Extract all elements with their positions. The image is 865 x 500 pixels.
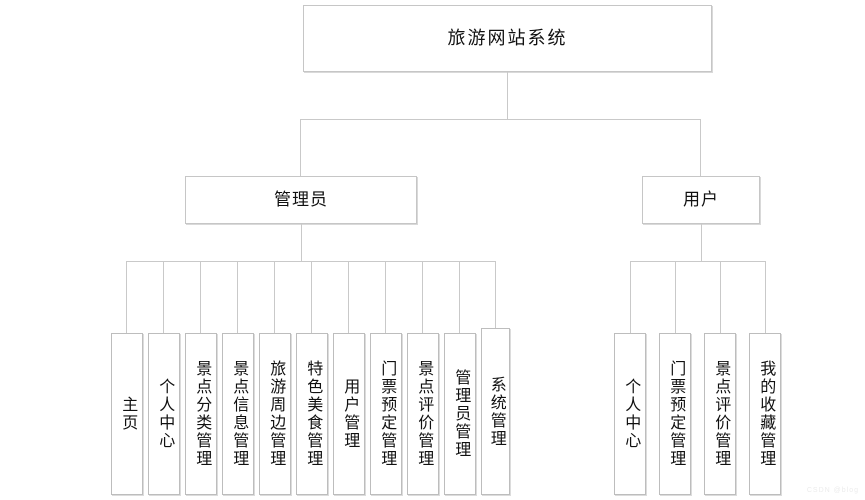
leaf-admin-10: 管理员管理	[444, 333, 476, 495]
leaf-user-1: 个人中心	[614, 333, 646, 495]
leaf-admin-8: 门票预定管理	[370, 333, 402, 495]
connector-admin-drop-6	[311, 261, 312, 333]
connector-to-admin	[300, 119, 301, 176]
leaf-admin-7-label: 用户管理	[341, 378, 359, 450]
connector-admin-drop-1	[126, 261, 127, 333]
connector-admin-drop-8	[385, 261, 386, 333]
leaf-admin-5: 旅游周边管理	[259, 333, 291, 495]
leaf-admin-10-label: 管理员管理	[452, 369, 470, 459]
connector-admin-drop-3	[200, 261, 201, 333]
node-root-label: 旅游网站系统	[447, 28, 568, 49]
connector-user-stem	[701, 224, 702, 261]
leaf-admin-3-label: 景点分类管理	[193, 360, 211, 468]
watermark: CSDN @blog	[806, 487, 859, 494]
connector-admin-drop-5	[274, 261, 275, 333]
leaf-user-4-label: 我的收藏管理	[757, 360, 775, 468]
leaf-user-3: 景点评价管理	[704, 333, 736, 495]
connector-user-drop-2	[675, 261, 676, 333]
node-user: 用户	[642, 176, 760, 224]
leaf-admin-11-label: 系统管理	[487, 375, 505, 448]
leaf-admin-11: 系统管理	[481, 328, 510, 495]
leaf-admin-8-label: 门票预定管理	[378, 360, 396, 468]
connector-to-user	[700, 119, 701, 176]
node-user-label: 用户	[683, 190, 719, 210]
leaf-admin-5-label: 旅游周边管理	[267, 360, 285, 468]
connector-admin-bar	[126, 261, 495, 262]
connector-admin-drop-11	[495, 261, 496, 328]
connector-user-drop-3	[720, 261, 721, 333]
connector-root-stem	[507, 72, 508, 119]
leaf-admin-9: 景点评价管理	[407, 333, 439, 495]
leaf-admin-4-label: 景点信息管理	[230, 360, 248, 468]
connector-level2-bar	[300, 119, 701, 120]
leaf-user-1-label: 个人中心	[622, 378, 640, 450]
leaf-admin-1: 主页	[111, 333, 143, 495]
leaf-admin-6-label: 特色美食管理	[304, 360, 322, 468]
connector-user-drop-4	[765, 261, 766, 333]
leaf-user-4: 我的收藏管理	[749, 333, 781, 495]
node-root-system: 旅游网站系统	[303, 5, 712, 72]
leaf-admin-3: 景点分类管理	[185, 333, 217, 495]
leaf-admin-9-label: 景点评价管理	[415, 360, 433, 468]
connector-admin-drop-9	[422, 261, 423, 333]
node-admin-label: 管理员	[274, 190, 328, 210]
leaf-user-2-label: 门票预定管理	[667, 360, 685, 468]
leaf-admin-4: 景点信息管理	[222, 333, 254, 495]
node-admin: 管理员	[185, 176, 417, 224]
leaf-admin-2: 个人中心	[148, 333, 180, 495]
connector-admin-stem	[301, 224, 302, 261]
connector-user-bar	[630, 261, 766, 262]
connector-admin-drop-2	[163, 261, 164, 333]
connector-admin-drop-4	[237, 261, 238, 333]
leaf-admin-2-label: 个人中心	[156, 378, 174, 450]
connector-admin-drop-7	[348, 261, 349, 333]
leaf-user-3-label: 景点评价管理	[712, 360, 730, 468]
leaf-admin-7: 用户管理	[333, 333, 365, 495]
leaf-admin-6: 特色美食管理	[296, 333, 328, 495]
connector-admin-drop-10	[459, 261, 460, 333]
leaf-user-2: 门票预定管理	[659, 333, 691, 495]
leaf-admin-1-label: 主页	[119, 396, 137, 432]
connector-user-drop-1	[630, 261, 631, 333]
